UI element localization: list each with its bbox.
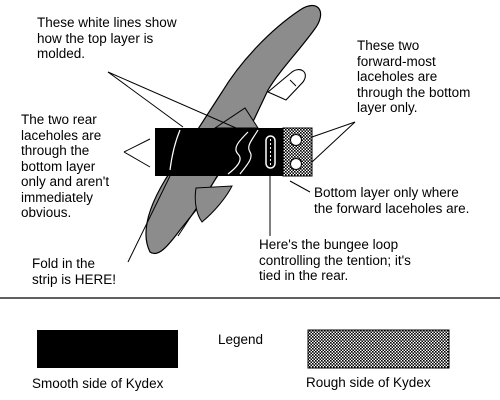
leader-bottom-layer [289,180,311,193]
leader-fold [127,175,171,263]
bungee-loop [265,135,276,169]
molding-line-right-b [239,129,259,175]
legend-label-rough: Rough side of Kydex [306,375,431,390]
legend-swatch-smooth [37,330,178,368]
lacehole-forward-top [290,134,302,146]
legend-label-smooth: Smooth side of Kydex [32,376,164,391]
label-white-lines: These white lines show how the top layer… [37,15,177,61]
lacehole-forward-bottom [290,158,302,170]
label-bottom-layer-only: Bottom layer only where the forward lace… [314,185,470,216]
leader-rear-b [123,151,151,168]
label-rear-laceholes: The two rear laceholes are through the b… [21,112,110,220]
leader-white-lines-a [107,71,184,128]
leader-lines [107,71,356,263]
legend-title: Legend [218,332,264,347]
leader-forward-b [311,121,356,163]
kydex-strap-smooth [155,128,283,176]
legend-swatch-rough [307,329,450,369]
leader-white-lines-b [107,71,237,129]
leader-forward-a [311,121,356,138]
molding-line-right [227,131,249,175]
blade-tip [266,69,306,101]
molding-line-left [169,129,181,171]
label-forward-laceholes: These two forward-most laceholes are thr… [357,38,471,115]
label-bungee-loop: Here's the bungee loop controlling the t… [259,237,411,283]
blade-tip-hole [289,79,297,87]
label-fold: Fold in the strip is HERE! [32,256,117,287]
leader-rear-a [123,138,151,153]
knife-handle-tail [194,185,233,223]
